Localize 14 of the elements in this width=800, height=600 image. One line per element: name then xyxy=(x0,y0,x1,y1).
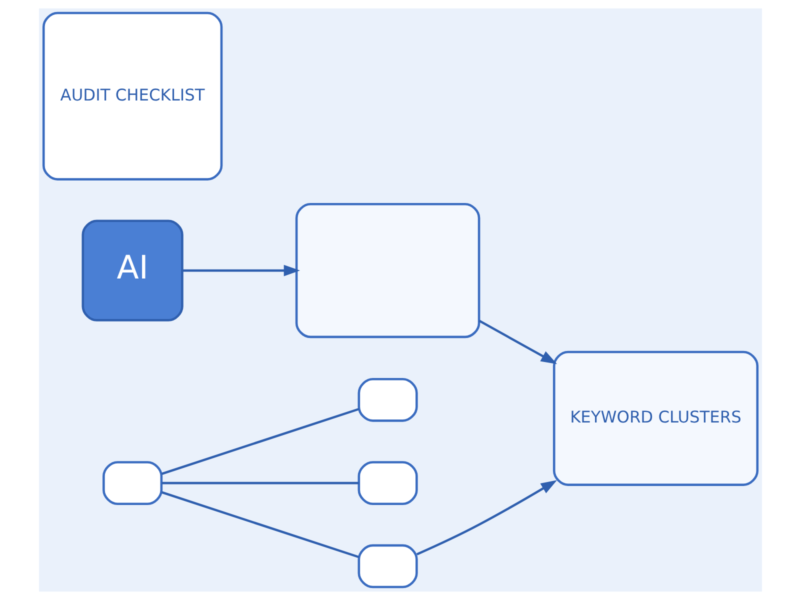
connector xyxy=(160,408,359,475)
connector xyxy=(161,482,358,484)
node-box: AI xyxy=(81,220,183,322)
arrow xyxy=(416,480,557,556)
node-box xyxy=(357,461,418,505)
connector xyxy=(160,491,359,558)
node-box: KEYWORD CLUSTERS xyxy=(552,350,758,486)
node-box: AUDIT CHECKLIST xyxy=(42,12,222,180)
arrow xyxy=(478,320,557,364)
node-box xyxy=(294,202,480,338)
node-box xyxy=(102,461,162,505)
node-box xyxy=(357,378,418,422)
node-box xyxy=(357,544,418,588)
arrow xyxy=(182,264,300,276)
